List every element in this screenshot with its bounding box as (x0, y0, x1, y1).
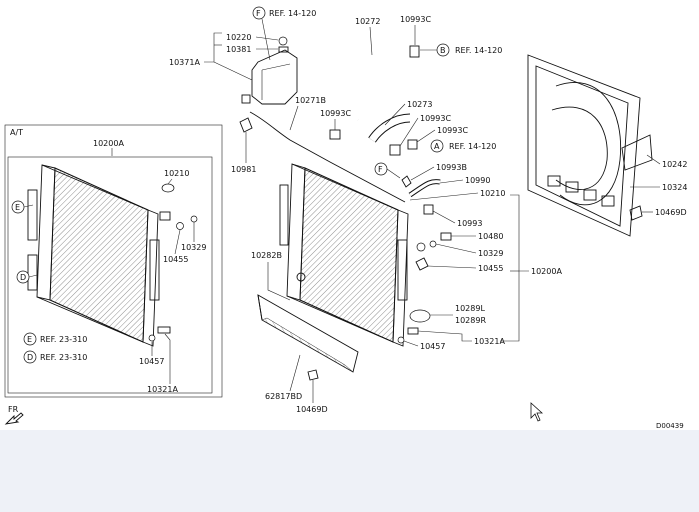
legend-E-bubble[interactable] (23, 332, 37, 346)
callout-F-top-letter: F (256, 9, 261, 18)
label-10289L: 10289L (455, 304, 485, 313)
at-label-10457: 10457 (139, 357, 164, 366)
label-10289R: 10289R (455, 316, 486, 325)
label-10993C-c: 10993C (437, 126, 468, 135)
lower-shroud[interactable] (257, 294, 359, 373)
label-10210: 10210 (480, 189, 505, 198)
label-10993C-top: 10993C (400, 15, 431, 24)
label-10329: 10329 (478, 249, 503, 258)
at-drain-plug[interactable] (176, 222, 184, 230)
bolt-10469D-right[interactable] (629, 205, 643, 221)
hose-clamp-10993C-b[interactable] (389, 144, 401, 156)
at-radiator-cap[interactable] (161, 183, 175, 193)
legend-E-ref[interactable]: REF. 23-310 (40, 335, 87, 344)
upper-radiator-hose[interactable] (346, 48, 411, 122)
callout-F-letter: F (378, 165, 383, 174)
main-radiator[interactable] (279, 163, 409, 347)
label-10321A: 10321A (474, 337, 505, 346)
label-62817BD: 62817BD (265, 392, 302, 401)
label-10455: 10455 (478, 264, 503, 273)
gasket-10329[interactable] (416, 242, 426, 252)
label-10993C-a: 10993C (320, 109, 351, 118)
label-10990: 10990 (465, 176, 490, 185)
front-arrow-icon (4, 412, 24, 425)
at-inset: A/T 10200A 10210 10329 10455 10457 (4, 124, 223, 398)
plug-10480[interactable] (440, 232, 452, 241)
callout-F-top-ref[interactable]: REF. 14-120 (269, 9, 316, 18)
legend-D-letter: D (27, 353, 33, 362)
callout-A-bubble[interactable] (430, 139, 444, 153)
empty-panel-area (0, 430, 699, 512)
label-10200A: 10200A (531, 267, 562, 276)
fr-label: FR (8, 405, 19, 414)
bolt-10469D-bottom[interactable] (307, 369, 319, 381)
overflow-fitting[interactable] (239, 117, 253, 133)
mount-10289[interactable] (409, 309, 431, 323)
at-label-10455: 10455 (163, 255, 188, 264)
bolt-10321A[interactable] (407, 327, 419, 335)
radiator-parts-diagram: A/T 10200A 10210 10329 10455 10457 (4, 6, 687, 430)
at-label-10210: 10210 (164, 169, 189, 178)
at-label-10321A: 10321A (147, 385, 178, 394)
parts-diagram-canvas: A/T 10200A 10210 10329 10455 10457 (0, 0, 699, 430)
callout-B-ref[interactable]: REF. 14-120 (455, 46, 502, 55)
label-10981: 10981 (231, 165, 256, 174)
lower-hose[interactable] (369, 114, 411, 143)
at-callout-D-letter: D (20, 273, 26, 282)
at-inner-frame (7, 156, 213, 394)
label-10480: 10480 (478, 232, 503, 241)
reservoir-cap-seal (278, 46, 289, 53)
at-label-10200A: 10200A (93, 139, 124, 148)
label-10457: 10457 (420, 342, 445, 351)
at-label-10329: 10329 (181, 243, 206, 252)
label-10469D-bottom: 10469D (296, 405, 328, 414)
legend-E-letter: E (27, 335, 32, 344)
mouse-cursor-icon (530, 402, 544, 422)
at-radiator[interactable] (27, 164, 160, 347)
reservoir-tank[interactable] (241, 49, 298, 105)
label-10993: 10993 (457, 219, 482, 228)
label-10993C-b: 10993C (420, 114, 451, 123)
callout-F-top-bubble[interactable] (252, 6, 266, 20)
label-10220: 10220 (226, 33, 251, 42)
hose-clamp-10993C-a[interactable] (329, 129, 341, 140)
callout-A-letter: A (434, 142, 440, 151)
callout-B-letter: B (440, 46, 446, 55)
shroud-bracket-10242[interactable] (621, 134, 653, 171)
at-callout-E-letter: E (15, 203, 20, 212)
upper-hose-clamp-top[interactable] (409, 45, 420, 58)
at-filler-neck (159, 211, 171, 221)
drain-cock-10480[interactable] (429, 240, 437, 248)
label-10324: 10324 (662, 183, 687, 192)
label-10469D-right: 10469D (655, 208, 687, 217)
reservoir-cap[interactable] (278, 36, 288, 46)
label-10271B: 10271B (295, 96, 326, 105)
label-10993B: 10993B (436, 163, 467, 172)
at-bolt[interactable] (157, 326, 171, 334)
fan-shroud[interactable] (527, 54, 641, 237)
label-10282B: 10282B (251, 251, 282, 260)
drain-plug-10455[interactable] (415, 257, 429, 271)
overflow-hose[interactable] (249, 111, 406, 203)
label-10381: 10381 (226, 45, 251, 54)
label-10371A: 10371A (169, 58, 200, 67)
label-10272: 10272 (355, 17, 380, 26)
front-direction-indicator: FR (4, 405, 24, 425)
at-inset-frame (4, 124, 223, 398)
legend-D-ref[interactable]: REF. 23-310 (40, 353, 87, 362)
clamp-10993B[interactable] (401, 175, 412, 188)
at-section-label: A/T (10, 128, 23, 137)
diagram-code: D00439 (656, 422, 684, 430)
at-bushing[interactable] (148, 334, 156, 342)
hose-clamp-10993C-c[interactable] (407, 139, 418, 150)
label-10273: 10273 (407, 100, 432, 109)
callout-A-ref[interactable]: REF. 14-120 (449, 142, 496, 151)
label-10242: 10242 (662, 160, 687, 169)
bushing-10457[interactable] (397, 336, 405, 344)
legend-D-bubble[interactable] (23, 350, 37, 364)
clamp-10993[interactable] (423, 204, 434, 215)
at-gasket[interactable] (190, 215, 198, 223)
